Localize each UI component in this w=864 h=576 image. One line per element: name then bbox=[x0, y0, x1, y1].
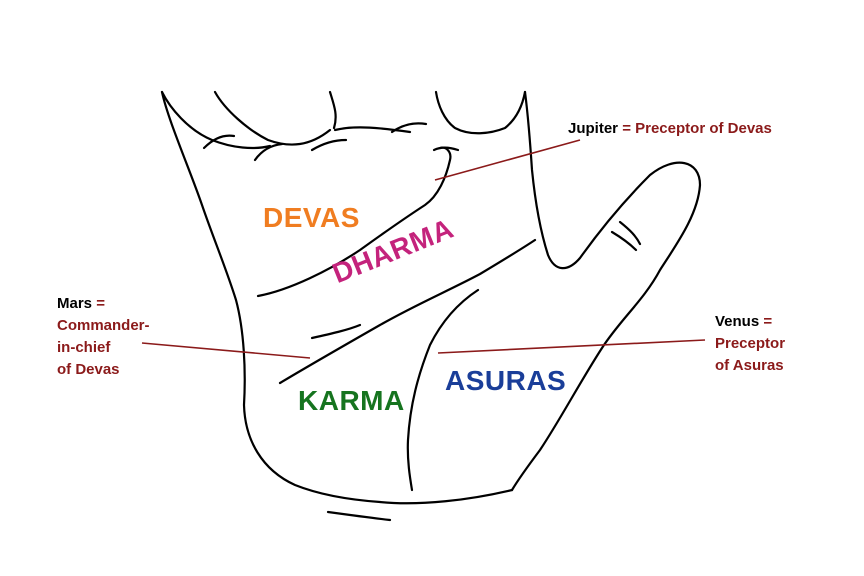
life-line bbox=[406, 288, 480, 492]
little-finger-base bbox=[160, 90, 272, 150]
mars-description-line2: in-chief bbox=[57, 339, 111, 356]
jupiter-equals: = bbox=[622, 120, 631, 137]
head-line-upper bbox=[310, 323, 362, 340]
crease-index bbox=[390, 122, 428, 134]
middle-finger-left bbox=[328, 90, 337, 130]
mars-description-line1: Commander- bbox=[57, 317, 150, 334]
region-label-asuras: ASURAS bbox=[445, 365, 567, 396]
middle-finger-stroke bbox=[333, 126, 412, 134]
region-label-devas: DEVAS bbox=[263, 202, 360, 233]
wrist-crease bbox=[326, 510, 392, 522]
thumb-crease bbox=[610, 230, 638, 252]
mars-leader-line bbox=[141, 342, 311, 359]
venus-description-line1: Preceptor bbox=[715, 335, 786, 352]
jupiter-planet: Jupiter bbox=[568, 120, 619, 137]
crease-little bbox=[202, 134, 236, 150]
crease-ring bbox=[253, 142, 284, 162]
heart-line bbox=[256, 146, 452, 298]
venus-description-line2: of Asuras bbox=[715, 357, 784, 374]
jupiter-leader-line bbox=[434, 139, 581, 181]
region-label-karma: KARMA bbox=[298, 385, 405, 416]
mars-annotation: Mars = Commander- in-chief of Devas bbox=[57, 293, 150, 381]
mars-description-line3: of Devas bbox=[57, 361, 120, 378]
venus-equals: = bbox=[763, 313, 773, 330]
jupiter-description: Preceptor of Devas bbox=[635, 120, 772, 137]
palm-right-edge bbox=[510, 90, 702, 492]
venus-leader-line bbox=[437, 339, 706, 354]
mars-equals: = bbox=[96, 295, 105, 312]
palm-left-edge bbox=[160, 90, 514, 505]
index-finger-stroke bbox=[434, 90, 527, 135]
crease-middle bbox=[310, 138, 348, 152]
jupiter-annotation: Jupiter = Preceptor of Devas bbox=[568, 118, 772, 140]
ring-finger-stroke bbox=[213, 90, 332, 146]
venus-planet: Venus bbox=[715, 313, 760, 330]
head-line bbox=[278, 238, 537, 385]
thumb-nail-hint bbox=[618, 220, 642, 246]
venus-annotation: Venus = Preceptor of Asuras bbox=[715, 311, 785, 377]
mars-planet: Mars bbox=[57, 295, 93, 312]
